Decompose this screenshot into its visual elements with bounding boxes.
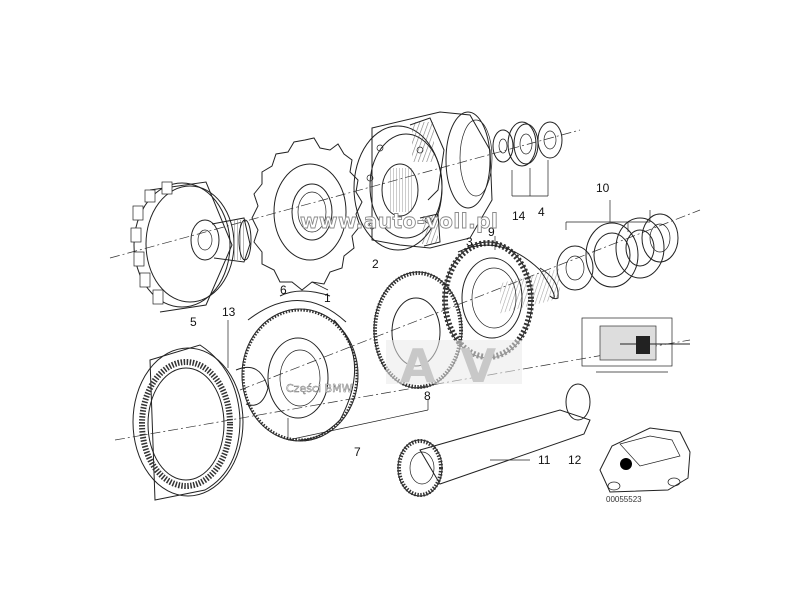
label-14: 14 (512, 209, 526, 223)
label-8: 8 (424, 389, 431, 403)
label-9: 9 (488, 225, 495, 239)
leader-lines (227, 160, 651, 461)
part-clutch-ring[interactable] (373, 271, 463, 389)
label-13: 13 (222, 305, 236, 319)
part-2-planet-carrier[interactable] (353, 111, 493, 251)
part-1-sprocket-gear[interactable] (251, 137, 363, 291)
label-11: 11 (538, 453, 551, 467)
label-6: 6 (280, 283, 287, 297)
label-5: 5 (190, 315, 197, 329)
label-2: 2 (372, 257, 379, 271)
watermark-url: www.auto-voll.pl (300, 209, 498, 233)
part-5-clutch-drum[interactable] (130, 181, 252, 313)
part-7-clutch-pack[interactable] (241, 300, 359, 442)
drawing-code: 00055523 (606, 495, 642, 504)
watermark-logo-letters: AV (400, 339, 524, 393)
part-11-output-shaft[interactable] (397, 268, 591, 497)
part-4-washer[interactable] (537, 121, 563, 159)
axis-line-upper (109, 129, 581, 259)
part-10-bearing-washers[interactable] (556, 213, 679, 291)
label-10: 10 (596, 181, 610, 195)
part-14-thrust-bearing[interactable] (492, 121, 539, 167)
label-4: 4 (538, 205, 545, 219)
label-1: 1 (324, 291, 331, 305)
axis-line-lower (114, 339, 691, 441)
inset-car-location (599, 427, 691, 493)
part-13-ring-gear[interactable] (132, 344, 269, 501)
label-12: 12 (568, 453, 582, 467)
watermark-shop: Części BMW (286, 382, 353, 395)
part-12-o-ring[interactable] (565, 383, 591, 421)
label-7: 7 (354, 445, 361, 459)
watermark-logo: AV (386, 339, 524, 393)
label-3: 3 (466, 235, 473, 249)
part-6-snap-ring[interactable] (279, 290, 331, 297)
inset-section-detail (581, 317, 690, 373)
